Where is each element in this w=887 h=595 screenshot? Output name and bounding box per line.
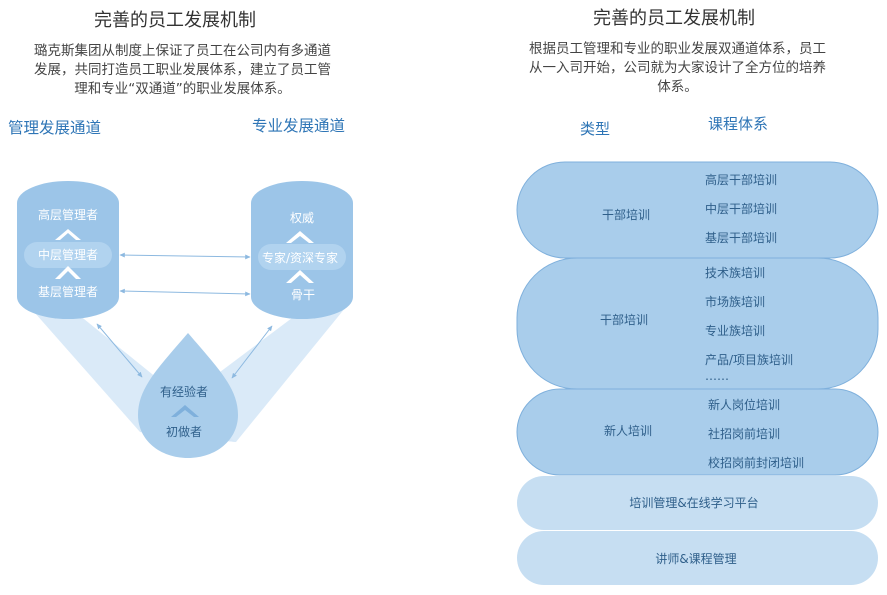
left-intro-line: 理和专业“双通道”的职业发展体系。 (74, 81, 291, 97)
expert-highlight (258, 244, 346, 270)
column-header-type: 类型 (580, 120, 611, 138)
chevron-up-icon (286, 270, 314, 283)
course-item: 新人岗位培训 (708, 397, 780, 412)
left-intro: 璐克斯集团从制度上保证了员工在公司内有多通道 发展，共同打造员工职业发展体系，建… (10, 42, 355, 99)
arrow-junior-to-backbone (119, 288, 251, 297)
column-header-course: 课程体系 (708, 115, 769, 133)
base-drop (138, 333, 238, 458)
lecturer-pill (517, 531, 878, 585)
left-intro-line: 璐克斯集团从制度上保证了员工在公司内有多通道 (34, 43, 331, 59)
arrow-professional-to-base (231, 325, 273, 379)
level-expert: 专家/资深专家 (262, 250, 338, 265)
course-item: 高层干部培训 (705, 172, 777, 187)
chevron-up-icon (286, 231, 314, 243)
level-senior-manager: 高层管理者 (38, 207, 98, 222)
level-middle-manager: 中层管理者 (38, 247, 98, 262)
group-type-label: 干部培训 (600, 312, 648, 327)
arrow-management-to-base (96, 323, 143, 378)
group-type-label: 干部培训 (602, 207, 650, 222)
level-backbone: 骨干 (291, 288, 315, 302)
chevron-up-icon (171, 405, 199, 417)
right-intro-line: 体系。 (657, 79, 698, 95)
course-item: 中层干部培训 (705, 201, 777, 216)
right-intro: 根据员工管理和专业的职业发展双通道体系，员工 从一入司开始，公司就为大家设计了全… (510, 40, 845, 97)
middle-manager-highlight (24, 242, 112, 268)
level-junior-manager: 基层管理者 (38, 284, 98, 299)
group-type-label: 新人培训 (604, 423, 652, 438)
course-item: …… (705, 369, 729, 383)
arrow-middle-to-expert (119, 252, 251, 260)
level-experienced: 有经验者 (160, 384, 208, 399)
left-intro-line: 发展，共同打造员工职业发展体系，建立了员工管 (34, 62, 331, 78)
lecturer-label: 讲师&课程管理 (655, 551, 736, 566)
course-item: 专业族培训 (705, 323, 765, 338)
chevron-up-icon (55, 266, 81, 279)
right-intro-line: 从一入司开始，公司就为大家设计了全方位的培养 (529, 60, 826, 76)
level-beginner: 初做者 (166, 424, 202, 439)
training-group-pill (516, 161, 879, 259)
training-system-diagram: 干部培训 干部培训 新人培训 高层干部培训 中层干部培训 基层干部培训 技术族培… (516, 161, 879, 585)
course-item: 社招岗前培训 (708, 426, 780, 441)
course-item: 技术族培训 (705, 265, 765, 280)
training-group-pill (516, 257, 879, 390)
platform-pill (517, 476, 878, 530)
professional-channel-label: 专业发展通道 (252, 117, 346, 135)
course-item: 产品/项目族培训 (705, 352, 793, 367)
level-authority: 权威 (290, 211, 314, 225)
training-group-pill (516, 388, 879, 476)
left-title: 完善的员工发展机制 (94, 10, 256, 31)
management-channel-label: 管理发展通道 (8, 119, 102, 137)
right-title: 完善的员工发展机制 (593, 8, 755, 29)
course-item: 校招岗前封闭培训 (708, 455, 804, 470)
course-item: 基层干部培训 (705, 230, 777, 245)
course-item: 市场族培训 (705, 294, 765, 309)
platform-label: 培训管理&在线学习平台 (629, 495, 758, 510)
chevron-up-icon (55, 229, 81, 240)
dual-channel-diagram: 高层管理者 中层管理者 基层管理者 权威 专家/资深专家 骨干 有经验者 初做者 (17, 181, 353, 458)
right-intro-line: 根据员工管理和专业的职业发展双通道体系，员工 (529, 41, 826, 57)
